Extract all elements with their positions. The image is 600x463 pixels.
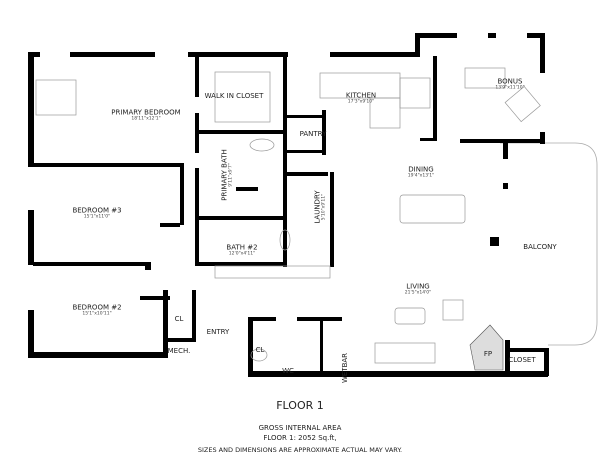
- toilet-icon: [250, 348, 268, 362]
- stove-icon: [399, 77, 431, 109]
- fireplace-label: FP: [483, 349, 493, 358]
- gia-value: FLOOR 1: 2052 Sq.ft,: [263, 434, 337, 442]
- room-cl: CL: [174, 314, 184, 323]
- balcony-outline: [500, 142, 598, 346]
- room-walk-in-closet: WALK IN CLOSET: [204, 91, 264, 100]
- floor-title: FLOOR 1: [276, 399, 324, 412]
- coffee-table-icon: [394, 307, 426, 325]
- fireplace-icon: [469, 324, 504, 371]
- gia-title: GROSS INTERNAL AREA: [258, 424, 342, 432]
- room-cl-entry: CL: [255, 345, 265, 354]
- room-closet: CLOSET: [508, 355, 536, 364]
- armchair-icon: [442, 299, 464, 321]
- armchair-icon: [504, 85, 541, 123]
- sofa-icon: [374, 342, 436, 364]
- room-entry: ENTRY: [206, 327, 230, 336]
- tub-icon: [279, 229, 291, 251]
- fixtures: [35, 67, 541, 364]
- room-wc: WC: [282, 366, 294, 375]
- bed-icon: [35, 79, 77, 116]
- room-pantry: PANTRY: [299, 129, 327, 138]
- disclaimer: SIZES AND DIMENSIONS ARE APPROXIMATE ACT…: [197, 446, 403, 454]
- tub-icon: [249, 138, 275, 152]
- dining-table-icon: [399, 194, 466, 224]
- room-balcony: BALCONY: [523, 242, 557, 251]
- room-wetbar: WETBAR: [340, 352, 349, 384]
- room-mech: MECH.: [167, 346, 191, 355]
- walls: [28, 33, 549, 377]
